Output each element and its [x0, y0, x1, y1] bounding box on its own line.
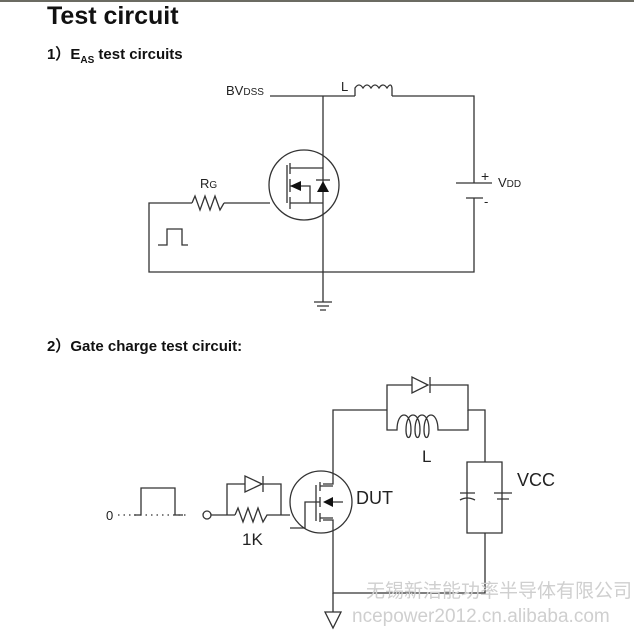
- capacitor-branch: [466, 461, 503, 534]
- top-border: [0, 0, 634, 2]
- watermark-company: 无锡新洁能功率半导体有限公司: [366, 580, 632, 602]
- rg-label: RG: [200, 176, 217, 191]
- watermark-url: ncepower2012.cn.alibaba.com: [352, 606, 610, 627]
- section1-number: 1）: [47, 46, 71, 63]
- page-title: Test circuit: [47, 2, 179, 30]
- input-terminal: [202, 510, 212, 520]
- pulse-icon: [158, 228, 188, 246]
- dut-arrow: [323, 497, 333, 507]
- vcc-battery: [494, 492, 512, 500]
- 1k-label: 1K: [242, 530, 263, 549]
- inductor-coil: [386, 410, 469, 439]
- plus-label: +: [481, 168, 489, 184]
- eas-main: E: [70, 46, 81, 63]
- zero-label: 0: [106, 508, 113, 523]
- section1-label: test circuits: [94, 46, 183, 63]
- mosfet-circle: [268, 149, 340, 221]
- minus-label: -: [484, 194, 488, 209]
- bvdss-label: BVDSS: [226, 83, 264, 98]
- section2-heading: 2）Gate charge test circuit:: [47, 338, 243, 355]
- body-diode: [317, 181, 329, 192]
- gate-diode: [244, 474, 264, 494]
- capacitor: [459, 492, 476, 501]
- rg-resistor: [191, 194, 225, 212]
- vdd-label: VDD: [498, 175, 521, 190]
- flyback-diode: [411, 375, 430, 395]
- dut-circle: [289, 470, 353, 534]
- eas-circuit: BVDSS L RG + VDD -: [148, 79, 521, 311]
- section1-heading: 1）EAS test circuits: [47, 43, 183, 66]
- gate-charge-circuit: 0 1K DUT L VCC: [106, 375, 555, 630]
- ground-icon: [323, 611, 343, 630]
- inductor-coil: [354, 84, 393, 96]
- eas-sub: AS: [80, 55, 95, 66]
- ground-icon: [314, 301, 332, 311]
- mosfet-arrow: [290, 181, 301, 191]
- l-label: L: [341, 79, 348, 94]
- pulse-icon: [134, 487, 183, 516]
- vcc-label: VCC: [517, 470, 555, 490]
- dut-label: DUT: [356, 488, 393, 508]
- battery: [456, 182, 492, 199]
- l-label: L: [422, 447, 431, 466]
- 1k-resistor: [234, 506, 270, 524]
